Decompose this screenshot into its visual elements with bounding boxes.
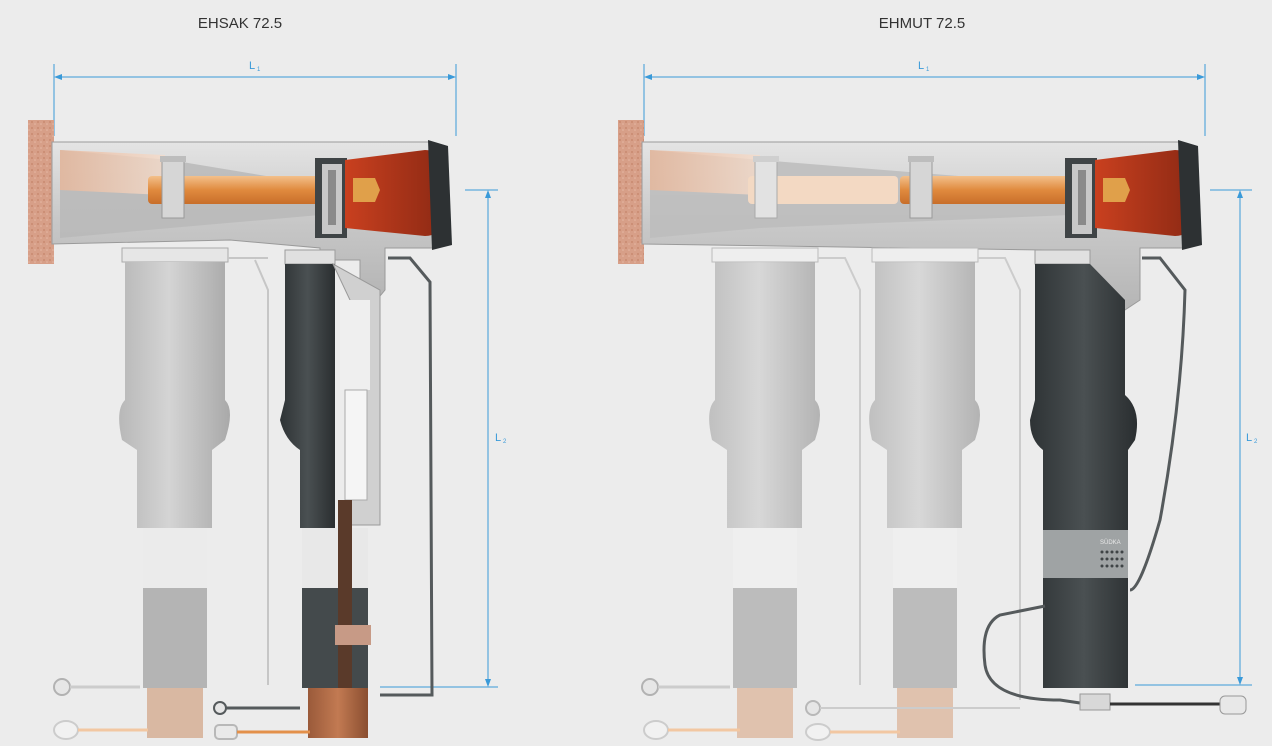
bushing-left (28, 120, 54, 264)
copper-conductor-right (900, 176, 1080, 204)
dimension-label-l2-right: L (1246, 432, 1252, 444)
dimension-label-l2-left: L (495, 432, 501, 444)
dimension-label-l1-right: L (918, 60, 924, 72)
dimension-sub-l2-right: 2 (1254, 439, 1258, 445)
cable-lugs-left (53, 678, 310, 740)
dimension-sub-l1-right: 1 (926, 67, 930, 73)
figure-ehsak: EHSAK 72.5 L 1 L 2 (28, 15, 507, 740)
copper-conductor-right-faded (748, 176, 898, 204)
red-insulating-plug-left (345, 150, 440, 236)
dimension-l1-right: L 1 (643, 60, 1206, 136)
dimension-sub-l1-left: 1 (257, 67, 261, 73)
red-insulating-plug-right (1095, 150, 1190, 236)
figure-title-ehmut: EHMUT 72.5 (879, 15, 965, 32)
cable-right-3: SÜDKA (982, 249, 1247, 715)
cable-left-2 (225, 249, 434, 738)
dimension-l2-left: L 2 (380, 189, 507, 688)
cable-marking-text: SÜDKA (1100, 539, 1121, 546)
figure-title-ehsak: EHSAK 72.5 (198, 15, 282, 32)
copper-conductor-left (148, 176, 330, 204)
cable-lugs-right (641, 678, 1020, 741)
figure-ehmut: EHMUT 72.5 L 1 L 2 (618, 15, 1258, 741)
dimension-sub-l2-left: 2 (503, 439, 507, 445)
cable-right-2 (869, 247, 1021, 738)
dimension-l1-left: L 1 (53, 60, 457, 136)
cable-left-1 (119, 247, 269, 738)
dimension-l2-right: L 2 (1135, 189, 1258, 686)
bushing-right (618, 120, 644, 264)
marking-band (1043, 530, 1128, 578)
dimension-label-l1-left: L (249, 60, 255, 72)
cable-right-1 (709, 247, 861, 738)
